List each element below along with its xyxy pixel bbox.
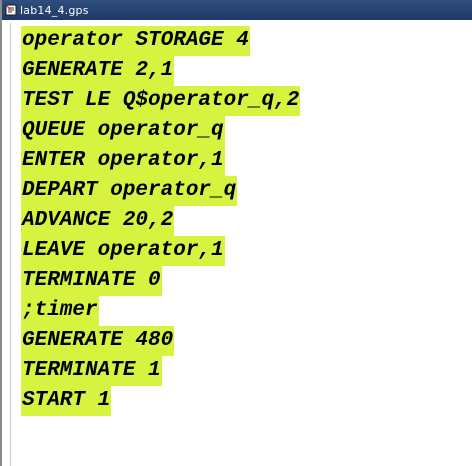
code-line-text[interactable]: QUEUE operator_q (21, 116, 225, 146)
code-line-text[interactable]: LEAVE operator,1 (21, 236, 225, 266)
code-line-text[interactable]: operator STORAGE 4 (21, 26, 250, 56)
code-line: TEST LE Q$operator_q,2 (21, 86, 301, 116)
document-icon[interactable] (5, 4, 17, 16)
code-line-text[interactable]: ;timer (21, 296, 99, 326)
code-line-text[interactable]: GENERATE 2,1 (21, 56, 175, 86)
code-line: DEPART operator_q (21, 176, 300, 206)
code-line-text[interactable]: TERMINATE 0 (21, 266, 162, 296)
code-line: QUEUE operator_q (21, 116, 300, 146)
code-line-text[interactable]: ADVANCE 20,2 (21, 206, 175, 236)
code-line-text[interactable]: TERMINATE 1 (21, 356, 162, 386)
code-lines: operator STORAGE 4 GENERATE 2,1 TEST LE … (21, 26, 301, 416)
code-line: START 1 (21, 386, 300, 416)
title-bar[interactable]: lab14_4.gps (2, 0, 472, 20)
code-line: TERMINATE 1 (21, 356, 300, 386)
code-line: GENERATE 480 (21, 326, 300, 356)
code-editor[interactable]: operator STORAGE 4 GENERATE 2,1 TEST LE … (10, 23, 472, 466)
code-line: ;timer (21, 296, 300, 326)
code-line: operator STORAGE 4 (21, 26, 300, 56)
code-line: ADVANCE 20,2 (21, 206, 300, 236)
code-line-text[interactable]: TEST LE Q$operator_q,2 (21, 86, 301, 116)
code-line-text[interactable]: GENERATE 480 (21, 326, 175, 356)
code-line-text[interactable]: START 1 (21, 386, 112, 416)
code-line: TERMINATE 0 (21, 266, 300, 296)
code-line: GENERATE 2,1 (21, 56, 300, 86)
window-title: lab14_4.gps (20, 3, 89, 17)
code-line-text[interactable]: DEPART operator_q (21, 176, 238, 206)
code-line: ENTER operator,1 (21, 146, 300, 176)
code-line: LEAVE operator,1 (21, 236, 300, 266)
code-line-text[interactable]: ENTER operator,1 (21, 146, 225, 176)
